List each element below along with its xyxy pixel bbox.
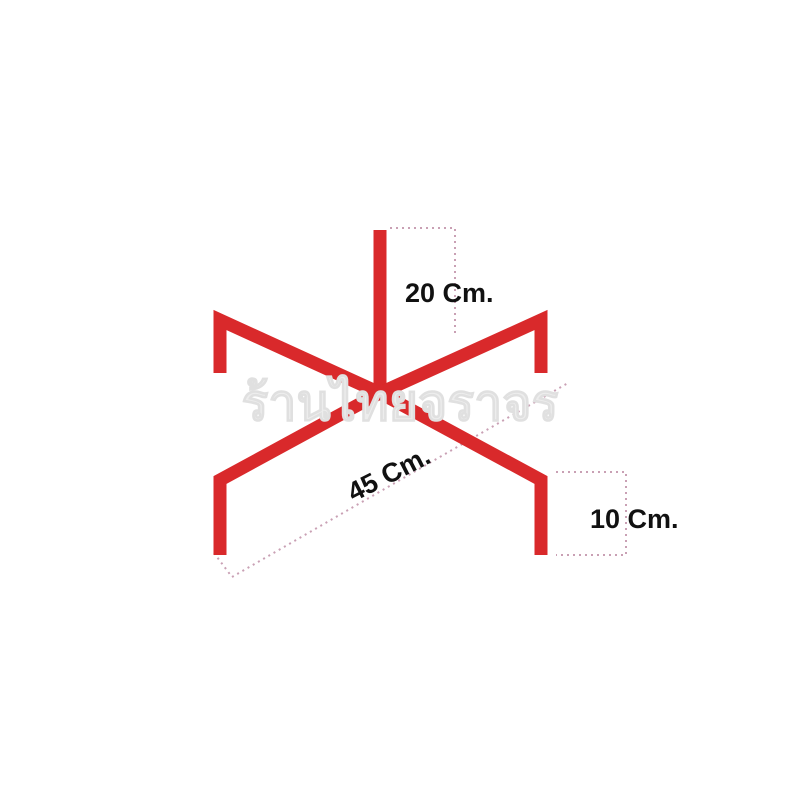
- leg-upper-right: [377, 309, 548, 399]
- leg-upper-left: [213, 309, 383, 399]
- dim-line-foot-height: [556, 471, 627, 556]
- dim-line-diagonal: [213, 382, 569, 579]
- watermark-text: ร้านไทยจราจร: [242, 373, 559, 432]
- stand-frame: [213, 230, 548, 555]
- dimension-lines: [213, 227, 627, 579]
- label-height-foot: 10 Cm.: [590, 504, 679, 534]
- label-diagonal: 45 Cm.: [343, 441, 436, 508]
- leg-lower-right: [376, 387, 548, 555]
- label-height-top: 20 Cm.: [405, 278, 494, 308]
- leg-lower-left: [213, 387, 384, 555]
